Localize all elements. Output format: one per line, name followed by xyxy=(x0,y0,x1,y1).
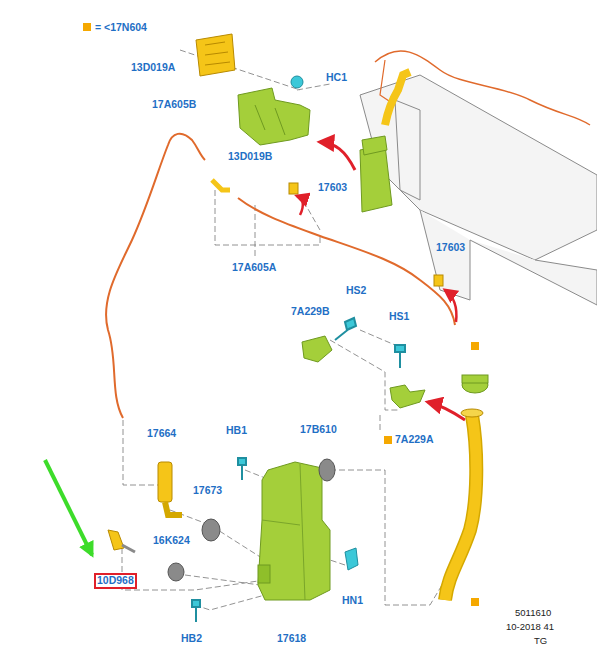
screw-HB1 xyxy=(238,458,246,480)
bolt-HS1 xyxy=(395,345,405,368)
callout-number: 17A605A xyxy=(232,262,276,273)
callout-number: 13D019A xyxy=(131,62,175,73)
pump-17664 xyxy=(158,462,172,502)
legend-item: = <17N604 xyxy=(83,21,147,33)
clip-HC1 xyxy=(291,76,303,88)
callout-number: HB2 xyxy=(181,633,202,644)
callout-number: HC1 xyxy=(326,72,347,83)
screw-HB2 xyxy=(192,600,200,622)
chassis-rail xyxy=(360,75,597,305)
drawing-reference: 5011610 xyxy=(515,608,551,618)
drawing-reference: 10-2018 41 xyxy=(506,622,554,632)
callout-number: 17618 xyxy=(277,633,306,644)
wiring xyxy=(375,51,590,125)
callout-number: 16K624 xyxy=(153,535,190,546)
legend-text: = <17N604 xyxy=(95,21,147,33)
filler-neck xyxy=(445,415,476,600)
hose-17A605B xyxy=(106,134,205,418)
callout-number: HS2 xyxy=(346,285,366,296)
bolt-HS2 xyxy=(335,318,356,340)
legend-swatch xyxy=(83,23,91,31)
callout-number: 13D019B xyxy=(228,151,272,162)
callout-number: 10D968 xyxy=(97,575,134,587)
callout-number: 7A229B xyxy=(291,306,330,317)
clip-HN1 xyxy=(345,548,358,570)
bracket-7A229B xyxy=(302,336,332,362)
callout-number: 17603 xyxy=(436,242,465,253)
pointer-arrow xyxy=(45,460,92,555)
legend-marker xyxy=(471,342,479,350)
connector xyxy=(212,180,230,190)
connector xyxy=(434,275,443,286)
callout-number: HN1 xyxy=(342,595,363,606)
filler-neck-small xyxy=(385,72,410,125)
callout-number: 17664 xyxy=(147,428,176,439)
callout-number: HB1 xyxy=(226,425,247,436)
sensor-10D968 xyxy=(108,530,124,550)
callout-number: 7A229A xyxy=(395,434,434,445)
leader-lines xyxy=(122,50,445,610)
bracket-7A229A xyxy=(390,385,425,408)
grommet-17673 xyxy=(202,519,220,541)
legend-marker xyxy=(471,598,479,606)
highlight-box: 10D968 xyxy=(94,573,137,589)
callout-number: HS1 xyxy=(389,311,409,322)
grommet-16K624 xyxy=(168,563,184,581)
legend-marker xyxy=(384,436,392,444)
drawing-reference: TG xyxy=(534,636,547,646)
callout-number: 17673 xyxy=(193,485,222,496)
bracket-13D019B xyxy=(238,88,310,145)
reservoir-17618 xyxy=(258,462,330,600)
connector xyxy=(289,183,298,194)
callout-number: 17A605B xyxy=(152,99,196,110)
bracket-13D019A xyxy=(196,34,235,76)
arrow xyxy=(320,142,355,170)
callout-number: 17B610 xyxy=(300,424,337,435)
grommet-17B610 xyxy=(319,459,335,481)
callout-number: 17603 xyxy=(318,182,347,193)
